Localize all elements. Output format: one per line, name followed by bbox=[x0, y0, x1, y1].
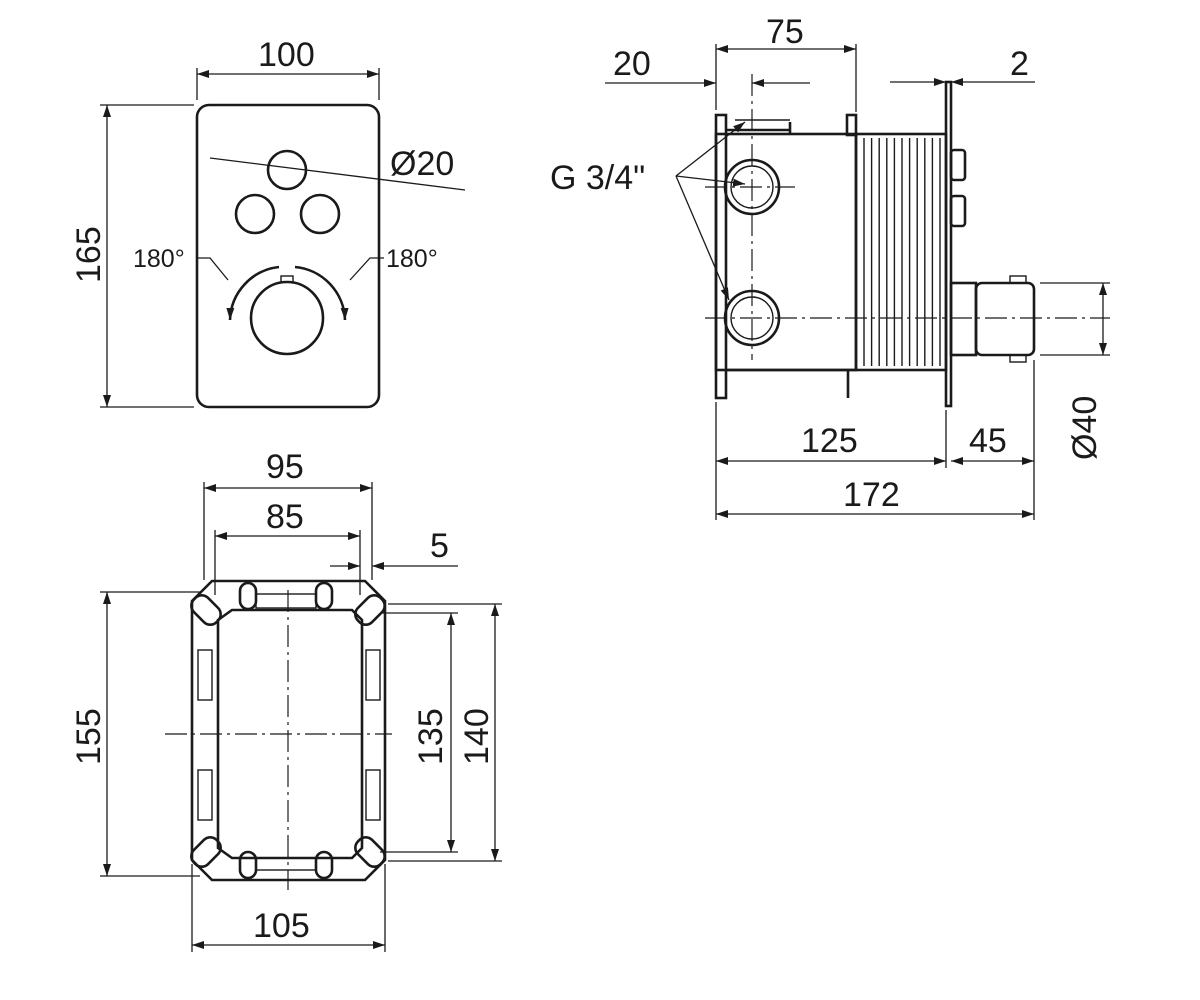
side-ribs bbox=[197, 649, 381, 821]
button-stub-bottom bbox=[949, 194, 967, 228]
knob-side bbox=[949, 281, 978, 357]
top-strap bbox=[255, 593, 317, 609]
bottom-width-105-label: 105 bbox=[253, 907, 310, 945]
handle-side bbox=[974, 281, 1036, 357]
mounting-flange bbox=[714, 113, 728, 400]
thread-leader bbox=[675, 175, 746, 187]
front-faceplate bbox=[195, 103, 381, 409]
left-button bbox=[234, 193, 276, 235]
top-button bbox=[266, 149, 308, 191]
rotation-arc-right-icon bbox=[294, 265, 349, 321]
front-width-label: 100 bbox=[258, 36, 315, 74]
diameter-leader bbox=[209, 157, 466, 191]
front-height-label: 165 bbox=[70, 226, 108, 283]
box-outer-frame bbox=[190, 579, 387, 882]
offset-20-label: 20 bbox=[613, 45, 651, 83]
depth-75-label: 75 bbox=[766, 13, 804, 51]
rotation-leader-left bbox=[196, 257, 229, 281]
height-140-label: 140 bbox=[458, 708, 496, 765]
sleeve-ribs bbox=[863, 138, 941, 366]
box-view: 95 85 5 155 135 140 105 bbox=[70, 448, 502, 952]
rotation-right-label: 180° bbox=[386, 245, 438, 273]
handle-marker bbox=[1009, 275, 1027, 284]
side-view: G 3/4" 75 20 2 125 45 172 Ø40 bbox=[550, 13, 1110, 520]
handle-45-label: 45 bbox=[969, 422, 1007, 460]
knob bbox=[249, 280, 325, 356]
thread-label: G 3/4" bbox=[550, 159, 645, 197]
valve-body bbox=[714, 132, 858, 372]
total-172-label: 172 bbox=[843, 476, 900, 514]
corner-slot bbox=[190, 594, 386, 868]
body-125-label: 125 bbox=[801, 422, 858, 460]
outer-width-95-label: 95 bbox=[266, 448, 304, 486]
knob-marker bbox=[280, 275, 294, 283]
button-stub-top bbox=[949, 148, 967, 182]
upper-tab bbox=[845, 113, 858, 137]
rotation-leader-right bbox=[349, 257, 384, 281]
inner-width-85-label: 85 bbox=[266, 498, 304, 536]
right-button bbox=[299, 193, 341, 235]
thread-leader bbox=[675, 175, 730, 301]
handle-marker bbox=[1009, 354, 1027, 363]
plate-2-label: 2 bbox=[1010, 45, 1029, 83]
wall-5-label: 5 bbox=[430, 527, 449, 565]
handle-diameter-label: Ø40 bbox=[1066, 396, 1104, 460]
wall-plate bbox=[944, 80, 953, 408]
button-diameter-label: Ø20 bbox=[390, 145, 454, 183]
front-view: 180° 180° Ø20 100 165 bbox=[70, 36, 466, 409]
bottom-strap bbox=[255, 857, 317, 871]
rotation-left-label: 180° bbox=[133, 245, 185, 273]
height-155-label: 155 bbox=[70, 708, 108, 765]
edge-slot bbox=[238, 581, 334, 880]
height-135-label: 135 bbox=[412, 708, 450, 765]
thread-leader bbox=[675, 121, 746, 177]
rotation-arc-left-icon bbox=[226, 265, 280, 321]
